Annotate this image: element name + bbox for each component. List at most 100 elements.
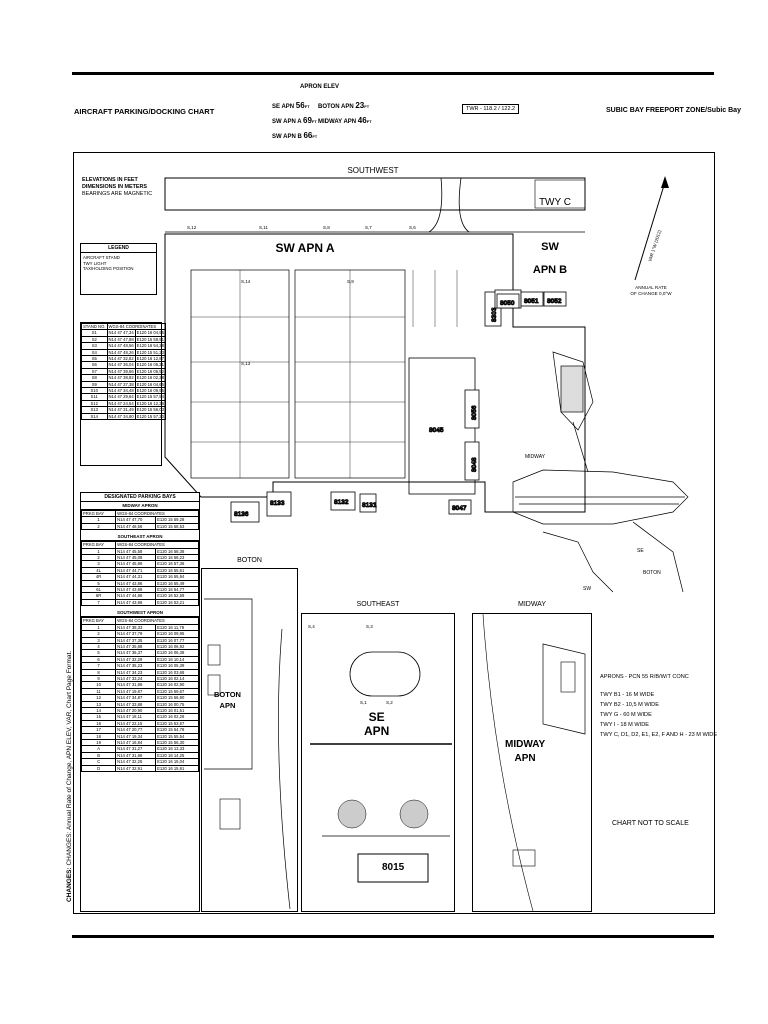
se-stand-s1: S,1 xyxy=(360,700,367,705)
table-cell: N14 47 44,86 xyxy=(115,592,157,600)
table-cell: E120 16 11,79 xyxy=(155,623,199,632)
table-cell: E120 16 05,39 xyxy=(155,662,199,670)
table-cell: E120 16 52,59 xyxy=(155,592,199,600)
table-cell: E120 15 59,91 xyxy=(134,335,166,344)
se-apn-label-1: SE xyxy=(368,710,385,724)
table-cell: E120 16 13,33 xyxy=(155,745,199,753)
table-cell: 19 xyxy=(80,738,117,747)
stand-label-s14: S,14 xyxy=(241,279,251,284)
table-cell: N14 47 36,04 xyxy=(106,361,136,369)
table-cell: 7 xyxy=(80,662,117,670)
table-cell: 17 xyxy=(80,726,117,734)
table-cell: E120 15 58,53 xyxy=(155,522,199,531)
table-cell: N14 47 48,56 xyxy=(115,522,157,531)
table-cell: N14 47 37,38 xyxy=(106,380,136,389)
southwest-label: SOUTHWEST xyxy=(347,166,398,175)
table-cell: E120 16 06,92 xyxy=(155,642,199,651)
info-twy-g: TWY G - 60 M WIDE xyxy=(600,712,652,718)
changes-note: CHANGES: CHANGES: Annual Rate of Change,… xyxy=(66,650,73,902)
table-cell: N14 47 34,23 xyxy=(115,668,157,676)
table-cell: 2 xyxy=(80,630,117,638)
annual-rate-line-2: OF CHANGE 0,0°W xyxy=(630,291,672,296)
table-cell: N14 47 45,58 xyxy=(115,547,157,556)
table-cell: N14 47 38,33 xyxy=(115,623,157,632)
table-cell: 9 xyxy=(80,674,117,683)
table-cell: N14 47 32,25 xyxy=(115,758,157,766)
twy-c-label: TWY C xyxy=(539,197,571,208)
table-cell: E120 16 06,38 xyxy=(155,649,199,657)
table-cell: N14 47 19,87 xyxy=(115,687,157,696)
info-twy-b1: TWY B1 - 16 M WIDE xyxy=(600,692,655,698)
table-cell: E120 16 15,91 xyxy=(155,764,199,773)
table-cell: 2 xyxy=(80,522,117,531)
table-cell: N14 47 36,37 xyxy=(115,649,157,657)
table-cell: B xyxy=(80,751,117,760)
table-cell: E120 16 02,28 xyxy=(134,374,166,382)
midway-inset-title: MIDWAY xyxy=(518,601,546,608)
table-cell: E120 15 51,23 xyxy=(134,348,166,357)
table-cell: 5 xyxy=(80,579,117,588)
table-cell: 13 xyxy=(80,700,117,709)
table-cell: E120 16 12,87 xyxy=(134,354,166,363)
table-cell: E120 15 56,90 xyxy=(155,694,199,702)
table-cell: 7 xyxy=(80,598,117,607)
top-rule xyxy=(72,72,714,75)
table-cell: E120 15 56,03 xyxy=(134,406,166,414)
overview-midway-label: MIDWAY xyxy=(525,454,546,460)
table-cell: N14 47 31,49 xyxy=(106,406,136,414)
building-8045: 8045 xyxy=(429,427,444,434)
table-cell: N14 47 44,31 xyxy=(115,573,157,581)
table-cell: E120 16 10,14 xyxy=(155,655,199,664)
table-cell: N14 47 31,27 xyxy=(115,745,157,753)
info-twy-b2: TWY B2 - 10,5 M WIDE xyxy=(600,702,659,708)
se-stand-s4: S,4 xyxy=(308,624,315,629)
aerodrome-map: SOUTHWEST TWY C S,12 S,11 S,8 S,7 S,6 S,… xyxy=(164,166,689,593)
table-cell: N14 47 33,24 xyxy=(115,674,157,683)
table-cell: 11 xyxy=(80,687,117,696)
table-cell: N14 47 32,29 xyxy=(115,655,157,664)
building-8132: 8132 xyxy=(334,499,349,506)
table-cell: E120 16 58,23 xyxy=(155,553,199,562)
building-8015: 8015 xyxy=(382,862,405,873)
table-cell: C xyxy=(80,758,117,766)
table-cell: N14 47 20,77 xyxy=(115,726,157,734)
table-cell: E120 16 09,95 xyxy=(155,630,199,638)
table-cell: N14 47 35,88 xyxy=(115,642,157,651)
legend-twy-light: TWY LIGHT xyxy=(83,260,107,266)
location-name: SUBIC BAY FREEPORT ZONE/Subic Bay xyxy=(606,107,741,114)
table-cell: N14 47 24,54 xyxy=(106,399,136,408)
table-cell: E120 16 55,49 xyxy=(155,579,199,588)
table-cell: E120 16 57,36 xyxy=(155,560,199,568)
stand-label-s12: S,12 xyxy=(187,225,197,230)
table-cell: 1 xyxy=(80,547,117,556)
table-cell: E120 16 06,52 xyxy=(134,367,166,376)
table-cell: E120 16 04,95 xyxy=(134,329,166,337)
boton-apn-label-2: APN xyxy=(219,701,236,710)
building-8056: 8056 xyxy=(471,405,478,420)
table-cell: 6R xyxy=(80,592,117,600)
table-cell: N14 47 35,23 xyxy=(115,662,157,670)
table-cell: E120 16 02,28 xyxy=(155,713,199,721)
info-twy-i: TWY I - 18 M WIDE xyxy=(600,722,649,728)
table-cell: N14 47 32,82 xyxy=(106,354,136,363)
table-cell: N14 47 16,84 xyxy=(115,738,157,747)
